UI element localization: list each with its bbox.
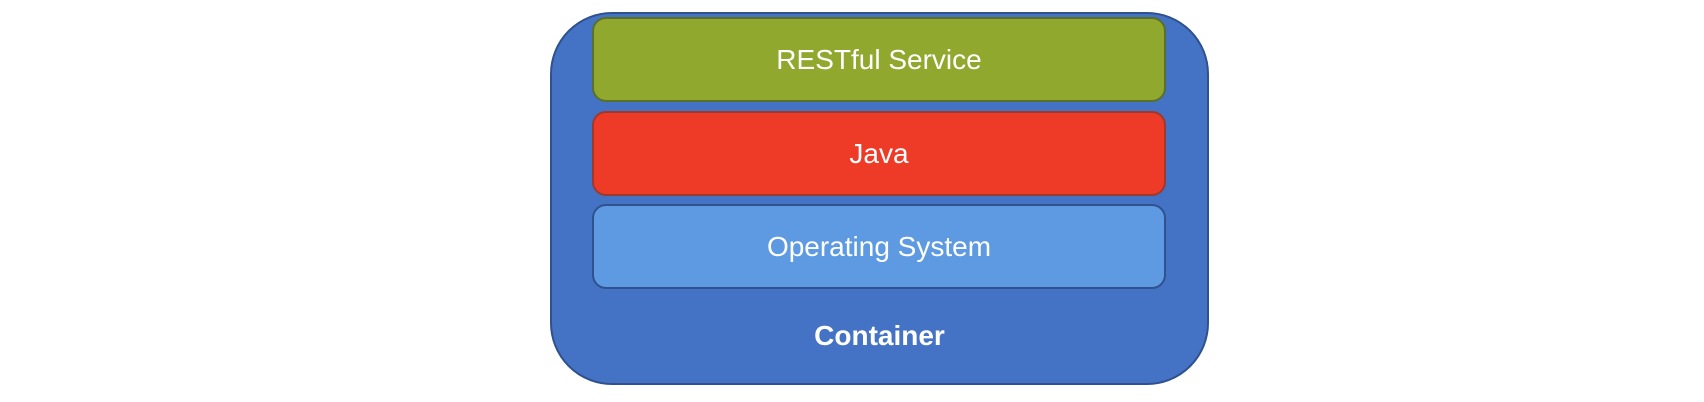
operating-system-label: Operating System [766,230,992,262]
container-label: Container [814,320,945,351]
java-layer: Java [592,111,1166,196]
restful-service-label: RESTful Service [776,43,982,75]
restful-service-layer: RESTful Service [592,17,1166,102]
operating-system-layer: Operating System [592,204,1166,289]
java-label: Java [849,137,909,169]
